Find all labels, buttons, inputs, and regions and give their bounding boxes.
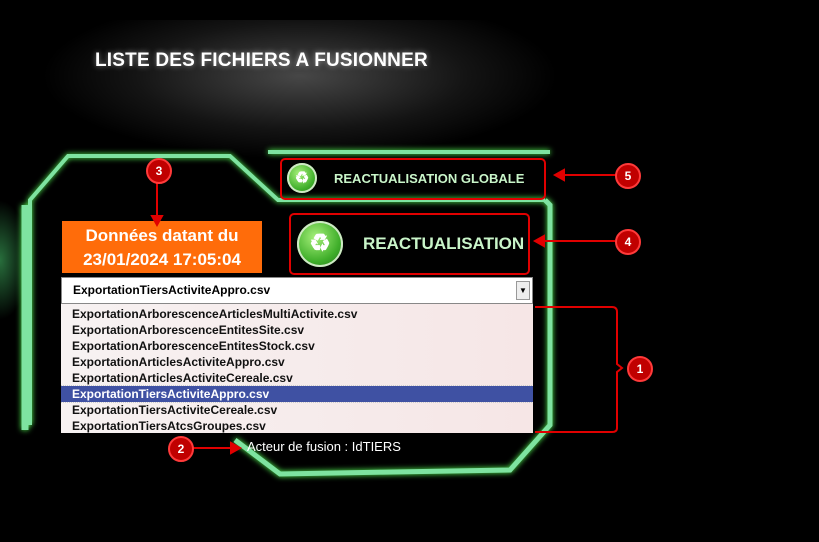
list-item[interactable]: ExportationArticlesActiviteAppro.csv <box>72 355 285 369</box>
title-light-rays <box>40 20 560 160</box>
annotation-box-5 <box>280 158 546 200</box>
annotation-box-4 <box>289 213 530 275</box>
list-item-selected[interactable]: ExportationTiersActiviteAppro.csv <box>61 385 533 403</box>
file-select-value: ExportationTiersActiviteAppro.csv <box>73 283 271 297</box>
reactualisation-globale-label: REACTUALISATION GLOBALE <box>334 170 525 186</box>
annotation-badge-2: 2 <box>168 436 194 462</box>
list-item[interactable]: ExportationArborescenceEntitesSite.csv <box>72 323 305 337</box>
chevron-down-icon[interactable]: ▼ <box>516 281 530 300</box>
reactualisation-globale-button[interactable]: ♻ REACTUALISATION GLOBALE <box>282 160 544 196</box>
data-date-label: Données datant du <box>85 226 239 245</box>
annotation-badge-5: 5 <box>615 163 641 189</box>
list-item[interactable]: ExportationArborescenceArticlesMultiActi… <box>72 307 358 321</box>
annotation-badge-4: 4 <box>615 229 641 255</box>
list-item[interactable]: ExportationArticlesActiviteCereale.csv <box>72 371 293 385</box>
reactualisation-label: REACTUALISATION <box>363 233 525 253</box>
file-list[interactable]: ExportationArborescenceArticlesMultiActi… <box>61 304 533 433</box>
annotation-badge-1: 1 <box>627 356 653 382</box>
data-date-box: Données datant du 23/01/2024 17:05:04 <box>62 221 262 273</box>
list-item[interactable]: ExportationTiersActiviteCereale.csv <box>72 403 278 417</box>
annotation-badge-3: 3 <box>146 158 172 184</box>
page-title: LISTE DES FICHIERS A FUSIONNER <box>95 50 428 71</box>
reactualisation-button[interactable]: ♻ REACTUALISATION <box>291 215 528 272</box>
fusion-actor-text: Acteur de fusion : IdTIERS <box>247 439 401 454</box>
recycle-icon: ♻ <box>297 220 343 267</box>
list-item[interactable]: ExportationTiersAtcsGroupes.csv <box>72 419 266 433</box>
recycle-icon: ♻ <box>287 163 317 193</box>
list-item[interactable]: ExportationArborescenceEntitesStock.csv <box>72 339 315 353</box>
file-select[interactable]: ExportationTiersActiviteAppro.csv ▼ <box>61 277 533 304</box>
data-date-value: 23/01/2024 17:05:04 <box>83 250 241 269</box>
